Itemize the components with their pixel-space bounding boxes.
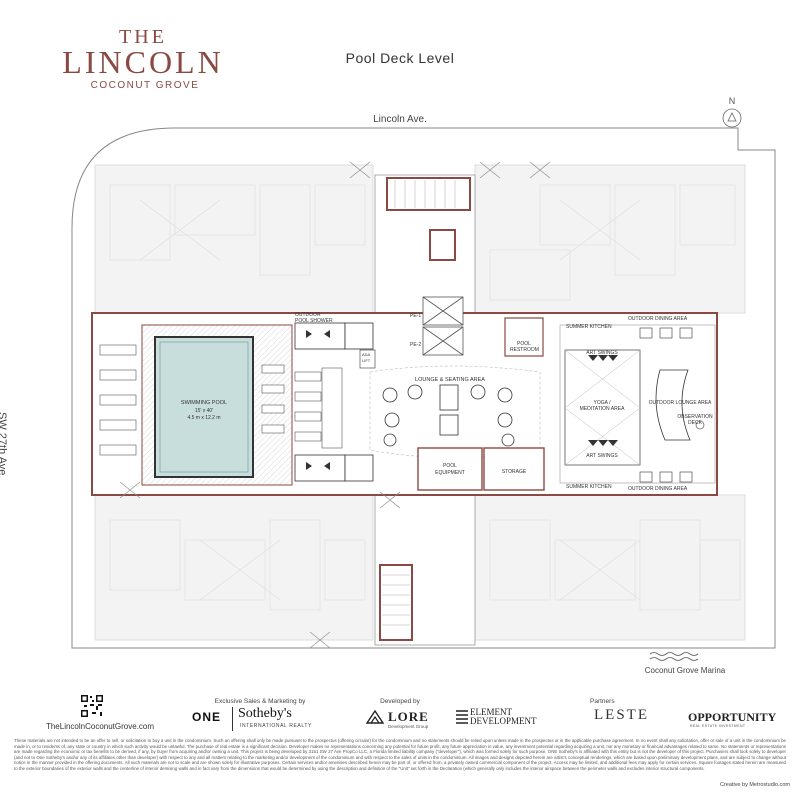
marina-label: Coconut Grove Marina [644, 666, 726, 675]
website-link[interactable]: TheLincolnCoconutGrove.com [45, 722, 155, 731]
pool-restroom [504, 317, 544, 357]
svg-text:OUTDOOR DINING AREA: OUTDOOR DINING AREA [628, 486, 688, 492]
sothebys-logo: Sotheby's [238, 706, 292, 721]
lore-logo: LORE [388, 709, 429, 724]
qr-code-icon [80, 694, 104, 718]
svg-text:SUMMER KITCHEN: SUMMER KITCHEN [566, 324, 612, 330]
svg-text:DECK: DECK [688, 420, 703, 426]
element-logo: ELEMENT DEVELOPMENT [470, 708, 537, 726]
storage-room [483, 447, 545, 491]
stair-walls [379, 177, 471, 641]
label-outdoor-pool-shower: OUTDOOR [295, 312, 321, 318]
pool-equipment-room [417, 447, 483, 491]
element-line2: DEVELOPMENT [470, 716, 537, 726]
legal-disclaimer: These materials are not intended to be a… [14, 738, 786, 771]
street-label-lincoln-ave: Lincoln Ave. [373, 114, 427, 125]
lore-mark-icon [365, 709, 385, 724]
svg-text:MEDITATION AREA: MEDITATION AREA [580, 406, 625, 412]
svg-text:PE-2: PE-2 [410, 342, 421, 348]
cabanas [294, 322, 374, 482]
north-arrow: N [720, 96, 744, 130]
palm-tree-icons [119, 161, 551, 649]
svg-text:SUMMER KITCHEN: SUMMER KITCHEN [566, 484, 612, 490]
outdoor-lounge-sofa [655, 369, 691, 441]
svg-text:ADA: ADA [362, 352, 371, 357]
lounge-furniture [382, 384, 515, 447]
svg-text:RESTROOM: RESTROOM [510, 347, 539, 353]
one-logo: ONE [192, 710, 222, 724]
svg-text:ART SWINGS: ART SWINGS [586, 350, 618, 356]
floor-plan: OUTDOOR POOL SHOWER ADA LIFT SWIMMING PO… [71, 127, 776, 661]
compass-icon [722, 108, 742, 128]
brand-the: THE [119, 26, 167, 48]
east-amenity-zone [559, 324, 716, 484]
svg-text:LIFT: LIFT [362, 358, 371, 363]
marina-waves-icon [649, 652, 699, 661]
lounge-area-outline [369, 365, 541, 458]
opportunity-logo: OPPORTUNITY [688, 710, 777, 724]
site-boundary [71, 127, 776, 649]
opportunity-subtitle: REAL ESTATE INVESTMENT [690, 724, 746, 728]
svg-text:EQUIPMENT: EQUIPMENT [435, 470, 465, 476]
svg-text:STORAGE: STORAGE [502, 469, 527, 475]
svg-text:YOGA /: YOGA / [594, 400, 612, 406]
svg-text:OUTDOOR DINING AREA: OUTDOOR DINING AREA [628, 316, 688, 322]
swimming-pool [154, 336, 254, 478]
brand-subtitle: COCONUT GROVE [90, 80, 200, 91]
plan-labels: OUTDOOR POOL SHOWER ADA LIFT SWIMMING PO… [181, 312, 713, 492]
logo-divider [232, 707, 233, 731]
svg-text:POOL: POOL [443, 463, 457, 469]
lore-subtitle: Development Group [388, 724, 429, 729]
tower-partitions [109, 184, 741, 611]
svg-text:ART SWINGS: ART SWINGS [586, 453, 618, 459]
stair-treads [382, 180, 456, 626]
partners-label: Partners [590, 698, 615, 705]
element-line1: ELEMENT [470, 707, 512, 717]
yoga-meditation-area [564, 349, 641, 466]
elevator-core [422, 296, 464, 356]
svg-text:SWIMMING POOL: SWIMMING POOL [181, 400, 227, 406]
svg-text:OUTDOOR LOUNGE AREA: OUTDOOR LOUNGE AREA [649, 400, 712, 406]
page-title: Pool Deck Level [345, 50, 455, 66]
svg-text:15' x 40': 15' x 40' [195, 408, 213, 414]
marketing-label: Exclusive Sales & Marketing by [214, 698, 306, 705]
outdoor-dining-tables [639, 327, 693, 483]
observation-deck-marker [695, 420, 705, 430]
svg-text:POOL SHOWER: POOL SHOWER [295, 318, 333, 324]
sothebys-subtitle: INTERNATIONAL REALTY [240, 723, 312, 729]
brand-logo-name: LINCOLN [62, 44, 224, 80]
chaise-lounges-east-of-pool [261, 364, 343, 449]
svg-text:4.5 m x 12.2 m: 4.5 m x 12.2 m [187, 415, 220, 421]
svg-text:PE-1: PE-1 [410, 313, 421, 319]
developed-by-label: Developed by [380, 698, 420, 705]
north-label: N [728, 96, 736, 106]
creative-credit: Creative by Metrostudio.com [720, 782, 790, 788]
chaise-lounges-west [99, 344, 137, 456]
ada-lift [359, 349, 376, 369]
leste-logo: LESTE [594, 707, 649, 723]
cabana-daybeds [306, 330, 330, 470]
svg-text:POOL: POOL [517, 341, 531, 347]
art-swings [588, 355, 618, 446]
element-mark-icon [456, 710, 468, 724]
svg-text:OBSERVATION: OBSERVATION [677, 414, 713, 420]
svg-text:LOUNGE & SEATING AREA: LOUNGE & SEATING AREA [415, 377, 485, 383]
